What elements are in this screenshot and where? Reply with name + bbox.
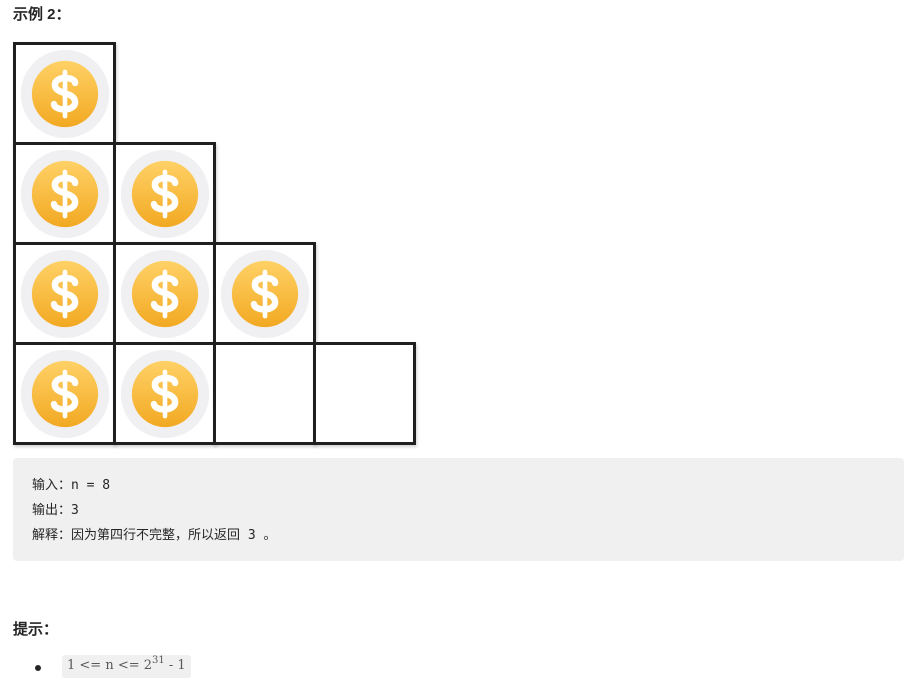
coin-cell: [213, 242, 316, 345]
dollar-coin-icon: [120, 149, 209, 238]
coin-cell: [13, 242, 116, 345]
example-code-block: 输入：n = 8 输出：3 解释：因为第四行不完整，所以返回 3 。: [13, 458, 904, 561]
coin-cell: [13, 342, 116, 445]
empty-cell: [313, 342, 416, 445]
dollar-coin-icon: [20, 349, 109, 438]
explanation-line: 解释：因为第四行不完整，所以返回 3 。: [32, 528, 277, 543]
dollar-coin-icon: [20, 49, 109, 138]
constraint-code: 1 <= n <= 231 - 1: [62, 655, 191, 678]
coin-cell: [13, 42, 116, 145]
constraint-exponent: 31: [152, 654, 165, 666]
dollar-coin-icon: [20, 149, 109, 238]
hint-heading: 提示：: [13, 621, 59, 638]
input-line: 输入：n = 8: [32, 478, 111, 493]
coin-cell: [13, 142, 116, 245]
output-line: 输出：3: [32, 503, 79, 518]
coin-cell: [113, 142, 216, 245]
constraint-suffix: - 1: [164, 658, 186, 673]
dollar-coin-icon: [20, 249, 109, 338]
dollar-coin-icon: [120, 249, 209, 338]
empty-cell: [213, 342, 316, 445]
hint-list: 1 <= n <= 231 - 1: [35, 655, 191, 678]
example-heading: 示例 2：: [13, 6, 71, 23]
bullet-icon: [35, 665, 41, 671]
coin-cell: [113, 242, 216, 345]
list-item: 1 <= n <= 231 - 1: [35, 655, 191, 678]
dollar-coin-icon: [120, 349, 209, 438]
constraint-prefix: 1 <= n <= 2: [67, 658, 153, 673]
dollar-coin-icon: [220, 249, 309, 338]
coin-cell: [113, 342, 216, 445]
